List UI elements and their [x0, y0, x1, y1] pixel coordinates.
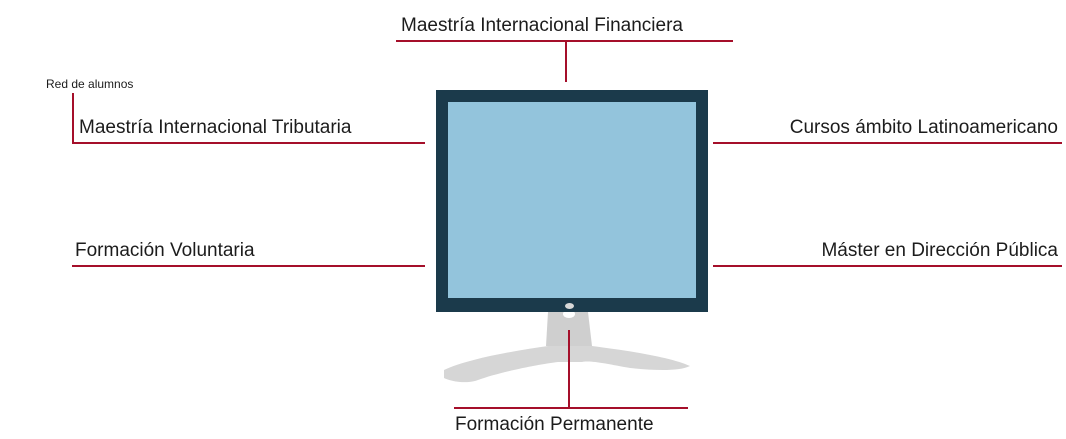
- monitor-frame: [436, 90, 708, 312]
- label-red-alumnos: Red de alumnos: [46, 77, 134, 91]
- label-left-lower: Formación Voluntaria: [75, 240, 255, 261]
- connector-red-alumnos-vertical: [72, 93, 74, 144]
- connector-top-vertical: [565, 41, 567, 82]
- connector-right-upper: [713, 142, 1062, 144]
- monitor-screen: [448, 102, 696, 298]
- label-top: Maestría Internacional Financiera: [401, 15, 683, 36]
- label-left-upper: Maestría Internacional Tributaria: [79, 117, 352, 138]
- connector-left-lower: [72, 265, 425, 267]
- connector-top-underline: [396, 40, 733, 42]
- connector-right-lower: [713, 265, 1062, 267]
- stand-hole: [563, 310, 575, 318]
- stand-neck: [546, 312, 592, 346]
- stand-base: [444, 346, 690, 383]
- monitor-power-light: [565, 303, 574, 309]
- label-right-lower: Máster en Dirección Pública: [821, 240, 1058, 261]
- label-right-upper: Cursos ámbito Latinoamericano: [789, 117, 1058, 138]
- connector-bottom-vertical: [568, 330, 570, 408]
- label-bottom: Formación Permanente: [455, 414, 654, 435]
- connector-left-upper: [72, 142, 425, 144]
- connector-bottom-overline: [454, 407, 688, 409]
